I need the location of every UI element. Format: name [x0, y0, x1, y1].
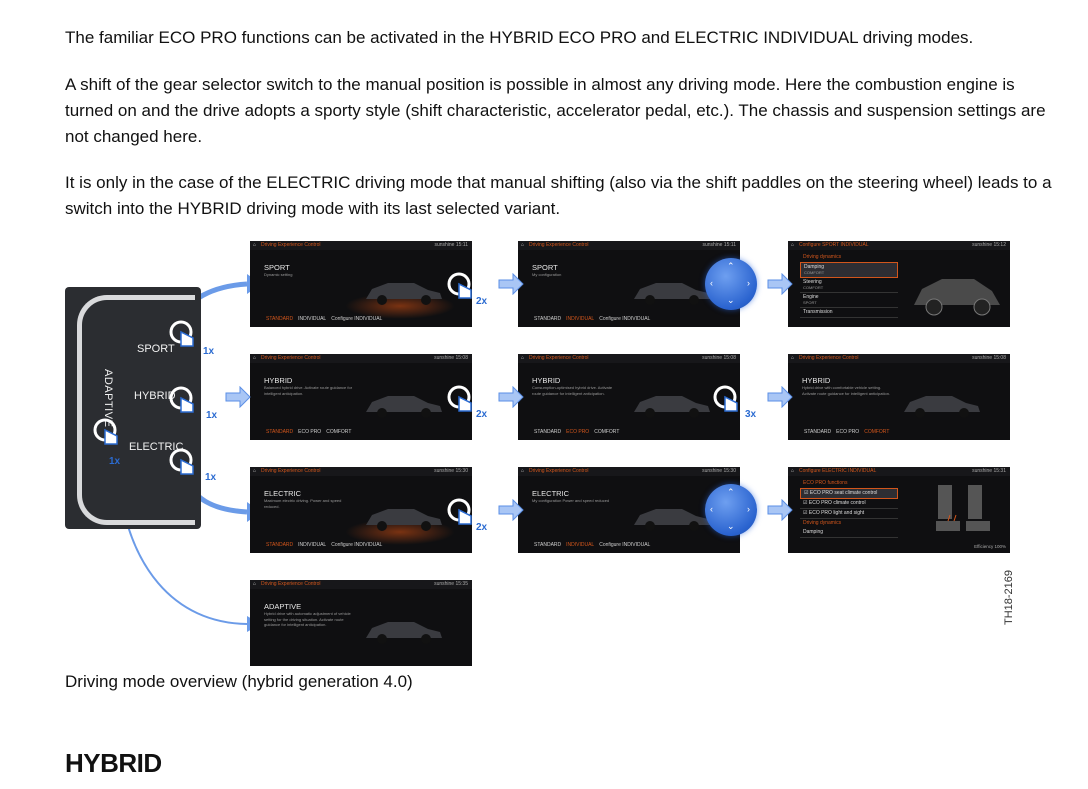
arrow-right-icon	[498, 499, 524, 521]
mode-title: SPORT	[532, 263, 558, 272]
switch-label-hybrid: HYBRID	[134, 390, 176, 402]
press-count-badge: 2x	[476, 296, 488, 307]
figure-code: TH18-2169	[1003, 569, 1015, 625]
car-icon	[634, 396, 710, 418]
arrow-right-icon	[225, 386, 251, 408]
car-icon	[366, 396, 442, 418]
mode-title: SPORT	[264, 263, 290, 272]
press-count-badge: 1x	[206, 410, 218, 421]
mode-desc: Maximum electric driving. Power and spee…	[264, 498, 342, 509]
press-count-badge: 1x	[205, 472, 217, 483]
car-chassis-icon	[914, 279, 1000, 316]
figure-caption: Driving mode overview (hybrid generation…	[65, 672, 413, 691]
paragraph-eco-pro: The familiar ECO PRO functions can be ac…	[65, 28, 974, 47]
press-count-badge: 1x	[109, 456, 121, 467]
switch-label-sport: SPORT	[137, 343, 175, 355]
car-icon	[366, 509, 442, 531]
mode-title: ELECTRIC	[264, 489, 302, 498]
car-icon	[366, 283, 442, 305]
mode-desc: My configuration	[532, 272, 562, 277]
mode-title: HYBRID	[532, 376, 561, 385]
hand-pointer-icon	[447, 272, 472, 299]
car-icon	[634, 283, 710, 305]
seat-icon	[936, 485, 990, 531]
switch-label-electric: ELECTRIC	[129, 441, 184, 453]
mode-desc: My configuration Power and speed reduced	[532, 498, 610, 503]
arrow-right-icon	[767, 499, 793, 521]
mode-desc: Hybrid drive with comfortable vehicle se…	[802, 385, 891, 396]
section-heading: HYBRID	[65, 748, 162, 778]
mode-desc: Balanced hybrid drive. Activate route gu…	[264, 385, 353, 396]
paragraph-electric-shift: It is only in the case of the ELECTRIC d…	[65, 173, 1052, 218]
hand-pointer-icon	[447, 385, 472, 412]
car-icon	[904, 396, 980, 418]
press-count-badge: 3x	[745, 409, 757, 420]
mode-title: HYBRID	[802, 376, 831, 385]
arrow-right-icon	[498, 386, 524, 408]
hand-pointer-icon	[169, 386, 194, 413]
controller-knob-icon: ⌃⌄‹›	[705, 484, 757, 536]
switch-bezel	[77, 295, 195, 525]
hand-pointer-icon	[713, 385, 738, 412]
press-count-badge: 2x	[476, 409, 488, 420]
mode-title: ELECTRIC	[532, 489, 570, 498]
mode-title: HYBRID	[264, 376, 293, 385]
mode-title: ADAPTIVE	[264, 602, 302, 611]
driving-mode-figure: SPORT HYBRID ELECTRIC ADAPTIVE 1x 1x 1x …	[65, 238, 1025, 670]
mode-desc: Hybrid drive with automatic adjustment o…	[264, 611, 351, 627]
arrow-right-icon	[767, 273, 793, 295]
arrow-right-icon	[498, 273, 524, 295]
hand-pointer-icon	[93, 418, 118, 445]
efficiency-label: Efficiency 100%	[974, 544, 1006, 549]
mode-desc: Dynamic setting	[264, 272, 293, 277]
mode-desc: Consumption-optimised hybrid drive. Acti…	[532, 385, 613, 396]
hand-pointer-icon	[447, 498, 472, 525]
hand-pointer-icon	[169, 320, 194, 347]
controller-knob-icon: ⌃⌄‹›	[705, 258, 757, 310]
arrow-right-icon	[767, 386, 793, 408]
car-icon	[366, 622, 442, 644]
press-count-badge: 1x	[203, 346, 215, 357]
press-count-badge: 2x	[476, 522, 488, 533]
hand-pointer-icon	[169, 448, 194, 475]
car-icon	[634, 509, 710, 531]
paragraph-manual-shift: A shift of the gear selector switch to t…	[65, 75, 1046, 146]
